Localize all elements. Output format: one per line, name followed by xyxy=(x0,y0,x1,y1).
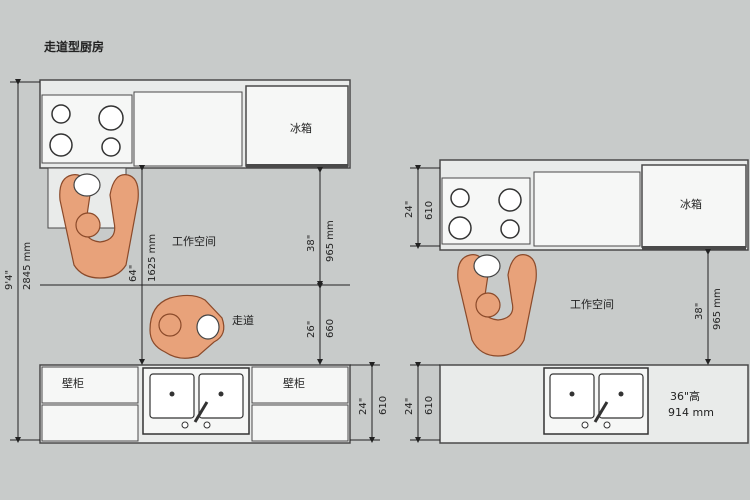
left-dim-38: 38" xyxy=(306,235,317,252)
right-sink xyxy=(543,367,649,435)
left-dim-1625: 1625 mm xyxy=(147,234,158,282)
right-dim-38: 38" xyxy=(694,303,705,320)
left-fridge xyxy=(245,85,349,167)
right-work-space-label: 工作空间 xyxy=(570,297,614,311)
left-plan: 冰箱 壁柜 壁柜 工作空间 走道 xyxy=(4,79,389,444)
left-cabinet-right-label: 壁柜 xyxy=(283,376,305,390)
left-dim-26: 26" xyxy=(306,321,317,338)
left-work-space-label: 工作空间 xyxy=(172,234,216,248)
left-dim-total-mm: 2845 mm xyxy=(22,242,33,290)
left-person-aisle xyxy=(149,294,225,359)
left-dim-610: 610 xyxy=(378,396,389,415)
right-height-mm: 914 mm xyxy=(668,406,714,419)
left-dim-24: 24" xyxy=(358,398,369,415)
left-dim-64: 64" xyxy=(128,265,139,282)
right-dimensions xyxy=(410,165,711,443)
diagram-title: 走道型厨房 xyxy=(44,40,105,54)
right-plan: 冰箱 36"高 914 mm 工作空间 xyxy=(404,159,749,444)
left-cabinet-left-box xyxy=(41,366,139,404)
left-stove xyxy=(41,94,133,164)
right-dim-24-top: 24" xyxy=(404,201,415,218)
left-counter-mid xyxy=(133,91,243,167)
right-dim-610-bottom: 610 xyxy=(424,396,435,415)
left-dim-total-ft: 9'4" xyxy=(4,270,15,290)
right-stove xyxy=(441,177,531,245)
right-dim-24-bottom: 24" xyxy=(404,398,415,415)
left-sink xyxy=(142,367,250,435)
left-aisle-label: 走道 xyxy=(232,313,254,327)
left-person-top xyxy=(47,167,139,279)
left-dimensions xyxy=(10,79,380,443)
left-cabinet-left-label: 壁柜 xyxy=(62,376,84,390)
right-dim-610-top: 610 xyxy=(424,201,435,220)
right-height-label: 36"高 xyxy=(670,389,700,403)
right-fridge xyxy=(641,164,747,248)
left-dim-965: 965 mm xyxy=(325,220,336,262)
left-dim-660: 660 xyxy=(325,319,336,338)
right-person xyxy=(457,254,537,357)
right-dim-965: 965 mm xyxy=(712,288,723,330)
left-fridge-label: 冰箱 xyxy=(290,121,312,135)
right-fridge-label: 冰箱 xyxy=(680,197,702,211)
left-cabinet-right-box xyxy=(251,366,349,404)
